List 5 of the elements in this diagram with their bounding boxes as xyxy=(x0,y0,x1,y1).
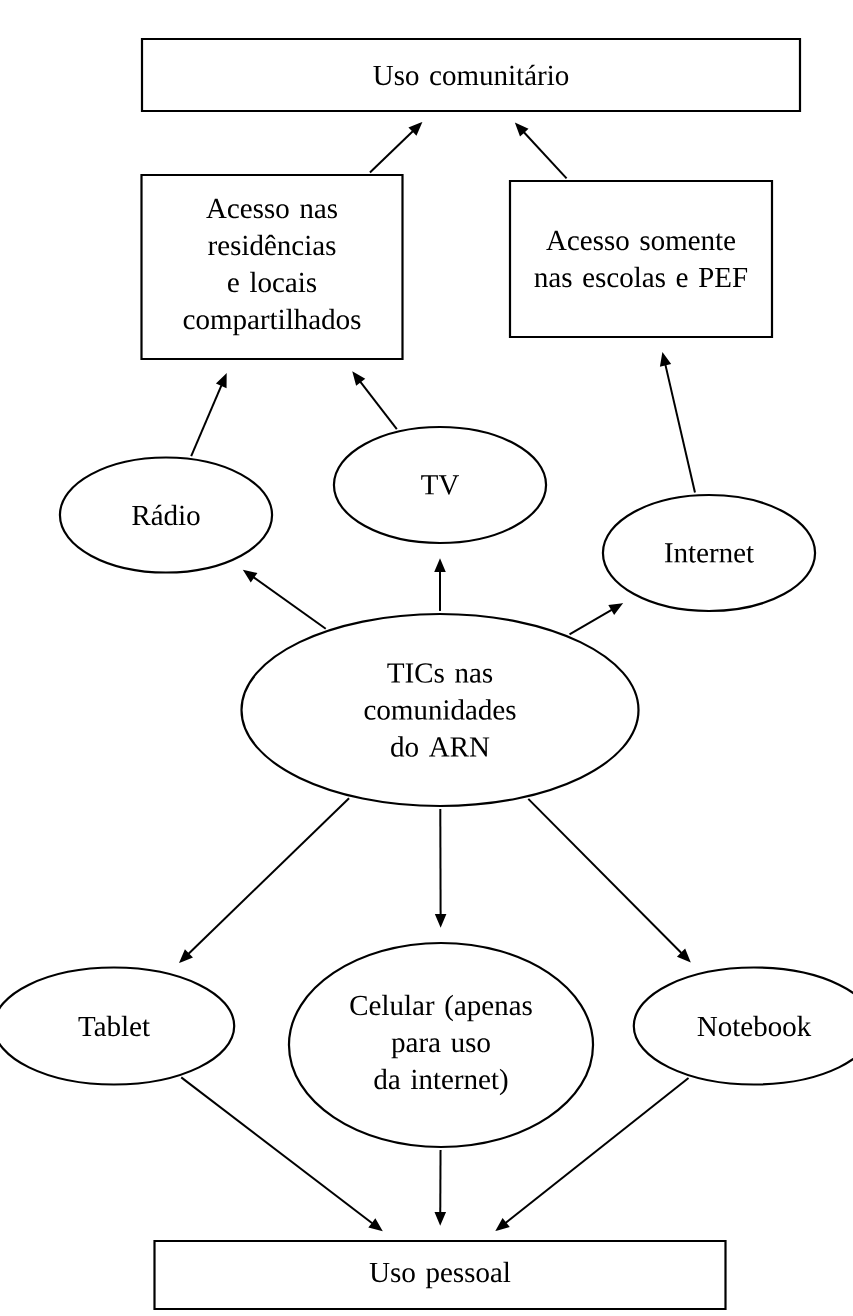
box: Uso pessoal xyxy=(153,1239,727,1311)
box: Uso comunitário xyxy=(140,37,802,113)
arrow xyxy=(179,797,351,963)
box: Acesso somente nas escolas e PEF xyxy=(508,179,774,339)
box: Acesso nas residências e locais compartilhados xyxy=(140,173,404,361)
